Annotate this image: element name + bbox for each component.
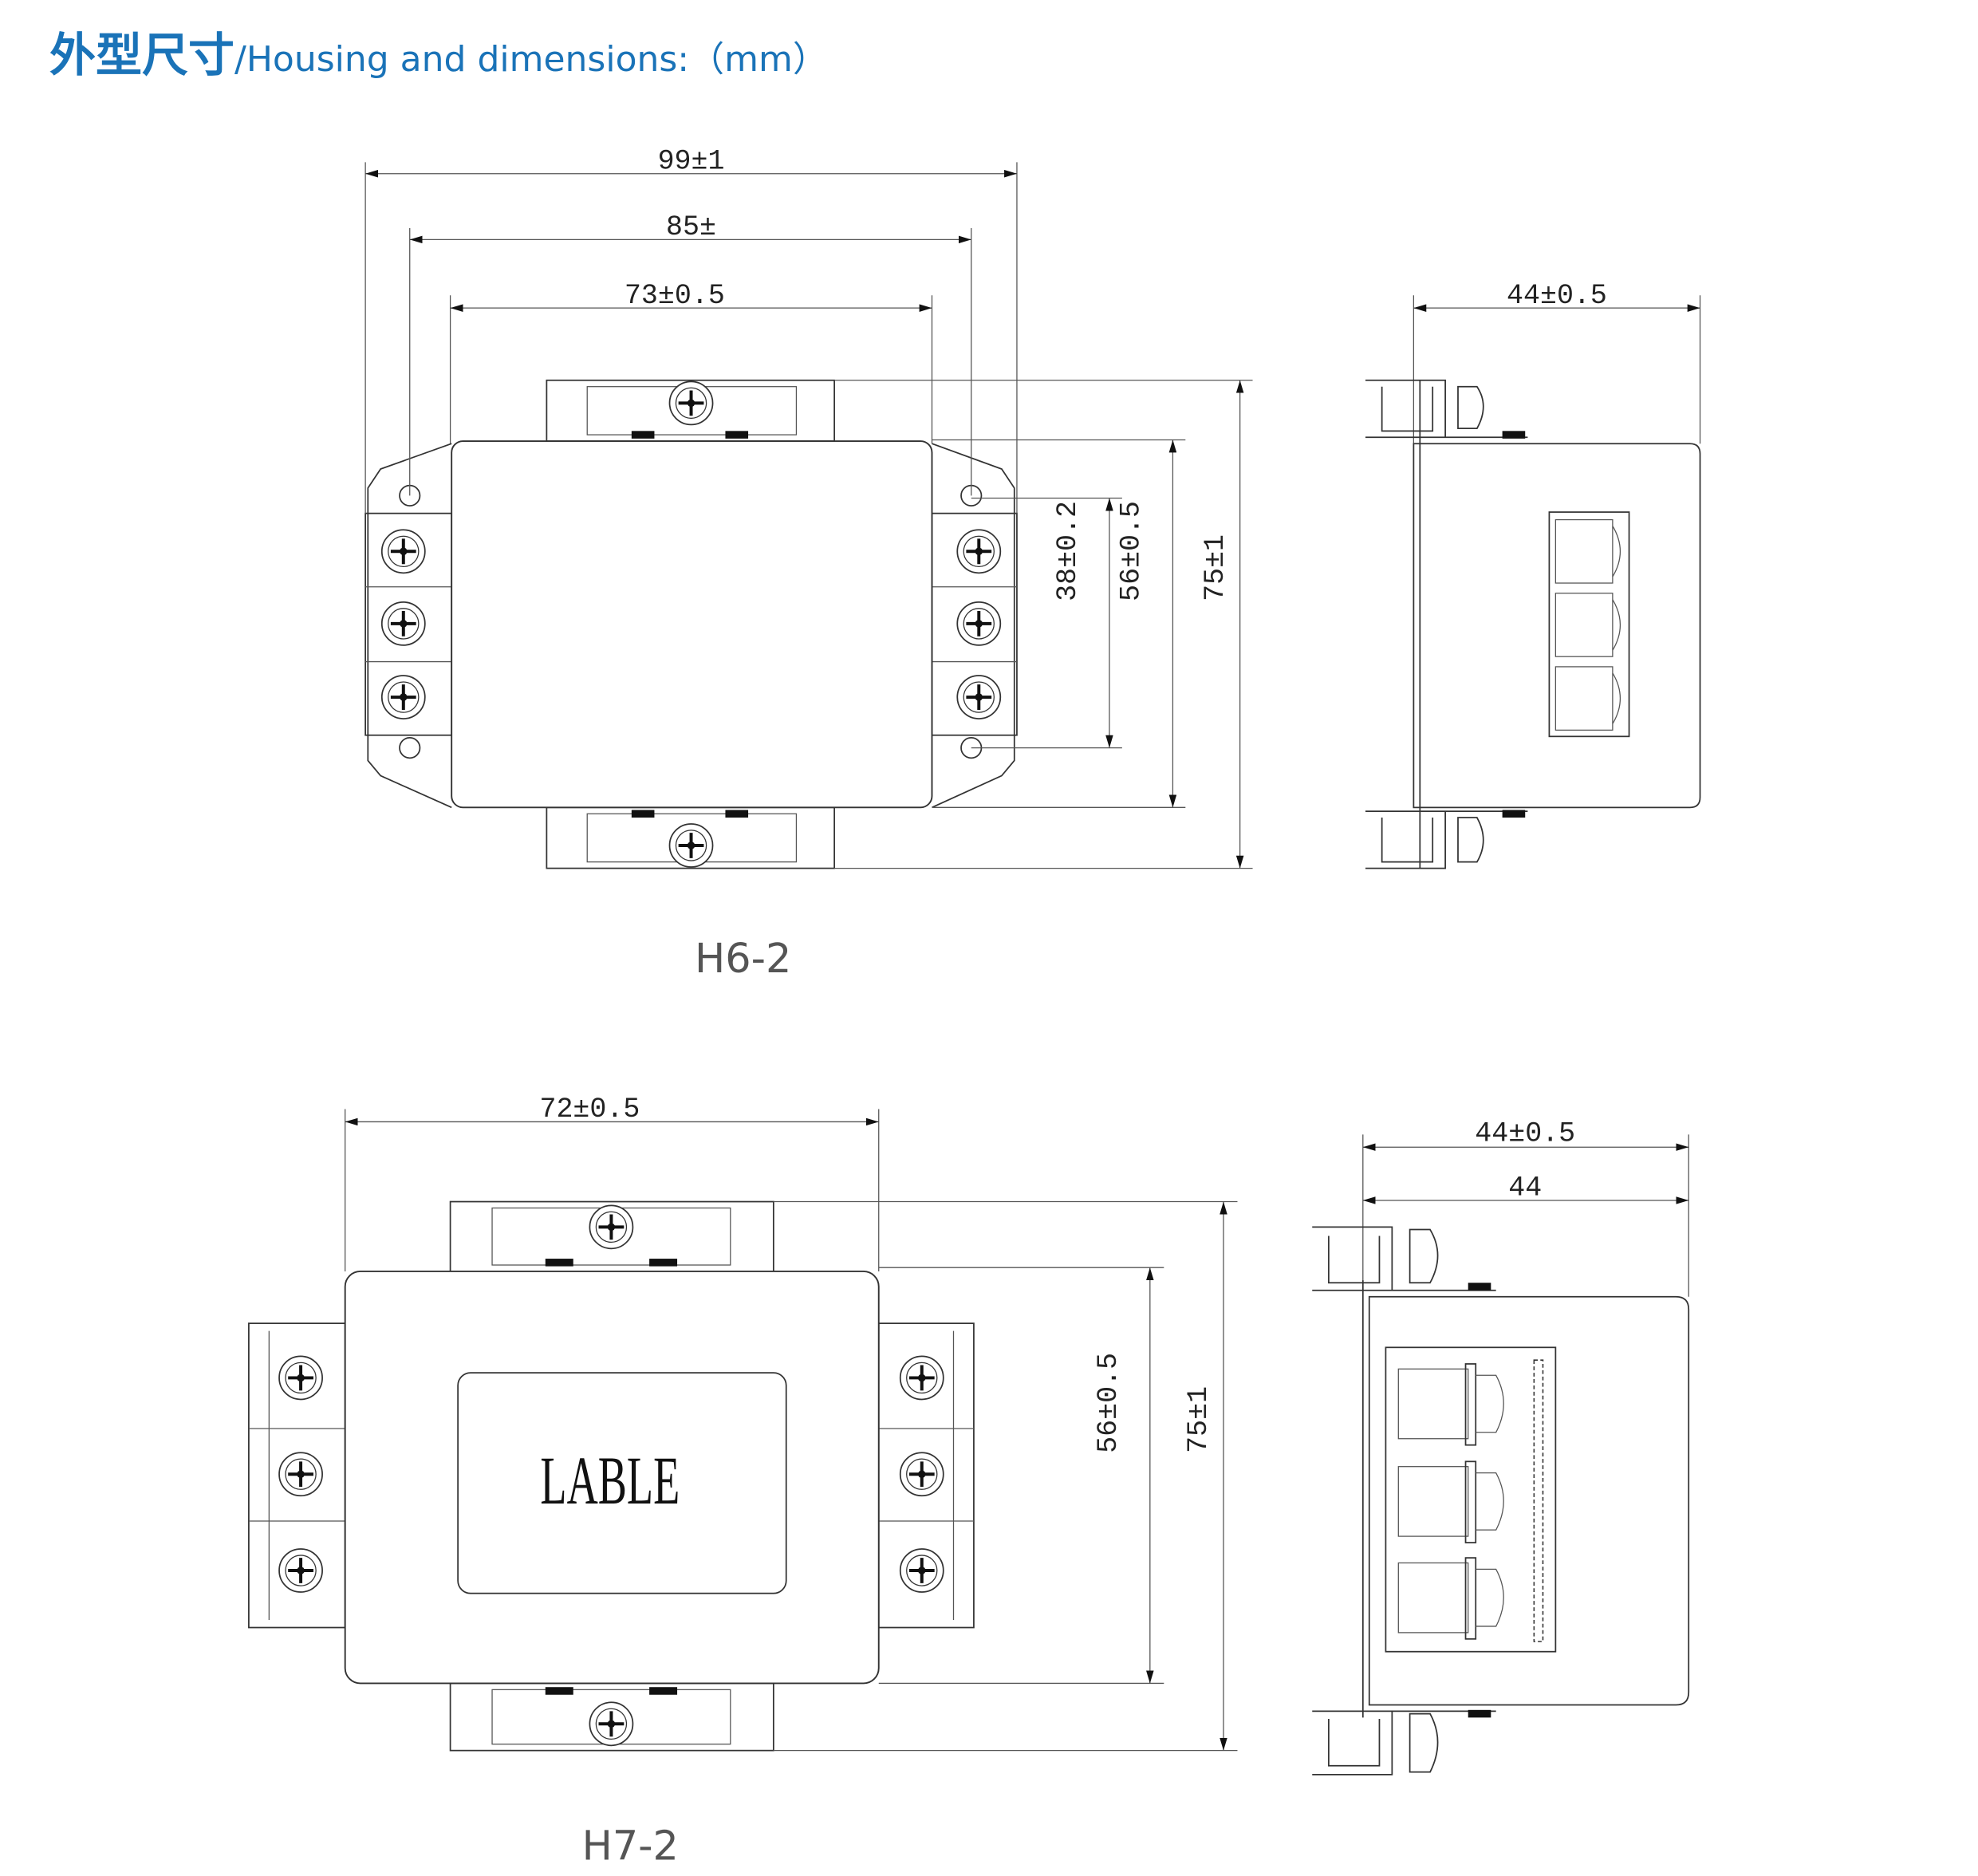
title-english: /Housing and dimensions:（mm） (234, 39, 828, 80)
body-label-text: LABLE (540, 1443, 680, 1519)
screw-icon (668, 822, 715, 869)
screw-icon (380, 674, 427, 721)
dim-overall-width: 99±1 (658, 146, 725, 177)
h7-2-side-view: 44±0.5 44 (1312, 1118, 1690, 1776)
dim-body-width: 72±0.5 (539, 1094, 640, 1125)
dim-hole-spacing: 85± (666, 212, 716, 243)
dim-overall-height: 75±1 (1184, 1386, 1215, 1453)
right-flange (932, 443, 1015, 809)
h7-2-front-view: LABLE 72±0.5 56±0.5 75±1 H7-2 (248, 1094, 1238, 1869)
h6-2-side-view: 44±0.5 (1365, 281, 1701, 869)
terminal-strip (1533, 1359, 1544, 1642)
filter-body (344, 1271, 880, 1685)
screw-icon (380, 600, 427, 647)
terminal-window (1385, 1346, 1557, 1653)
screw-icon (380, 528, 427, 575)
h6-2-front-view: 99±1 85± 73±0.5 38±0.2 56±0.5 75±1 H6-2 (364, 146, 1253, 982)
dim-depth: 44 (1508, 1173, 1542, 1204)
dim-hole-vertical: 38±0.2 (1053, 501, 1084, 601)
side-body (1413, 443, 1701, 809)
screw-icon (668, 380, 715, 427)
terminal-window (1548, 511, 1630, 738)
dim-body-height: 56±0.5 (1093, 1353, 1125, 1453)
screw-icon (956, 600, 1003, 647)
filter-body (451, 440, 933, 809)
dim-depth: 44±0.5 (1507, 281, 1607, 312)
side-body (1368, 1295, 1690, 1706)
dim-body-height: 56±0.5 (1117, 501, 1148, 601)
title-chinese: 外型尺寸 (49, 28, 235, 82)
dim-overall-height: 75±1 (1200, 534, 1231, 601)
page-title: 外型尺寸/Housing and dimensions:（mm） (49, 18, 828, 85)
dim-body-width: 73±0.5 (625, 281, 725, 312)
screw-icon (956, 528, 1003, 575)
mount-hole (399, 737, 421, 759)
dim-depth-tol: 44±0.5 (1475, 1118, 1575, 1149)
label-area (457, 1372, 787, 1594)
screw-icon (956, 674, 1003, 721)
figure-label: H6-2 (695, 935, 791, 982)
left-flange (367, 443, 452, 809)
figure-label: H7-2 (582, 1822, 679, 1869)
